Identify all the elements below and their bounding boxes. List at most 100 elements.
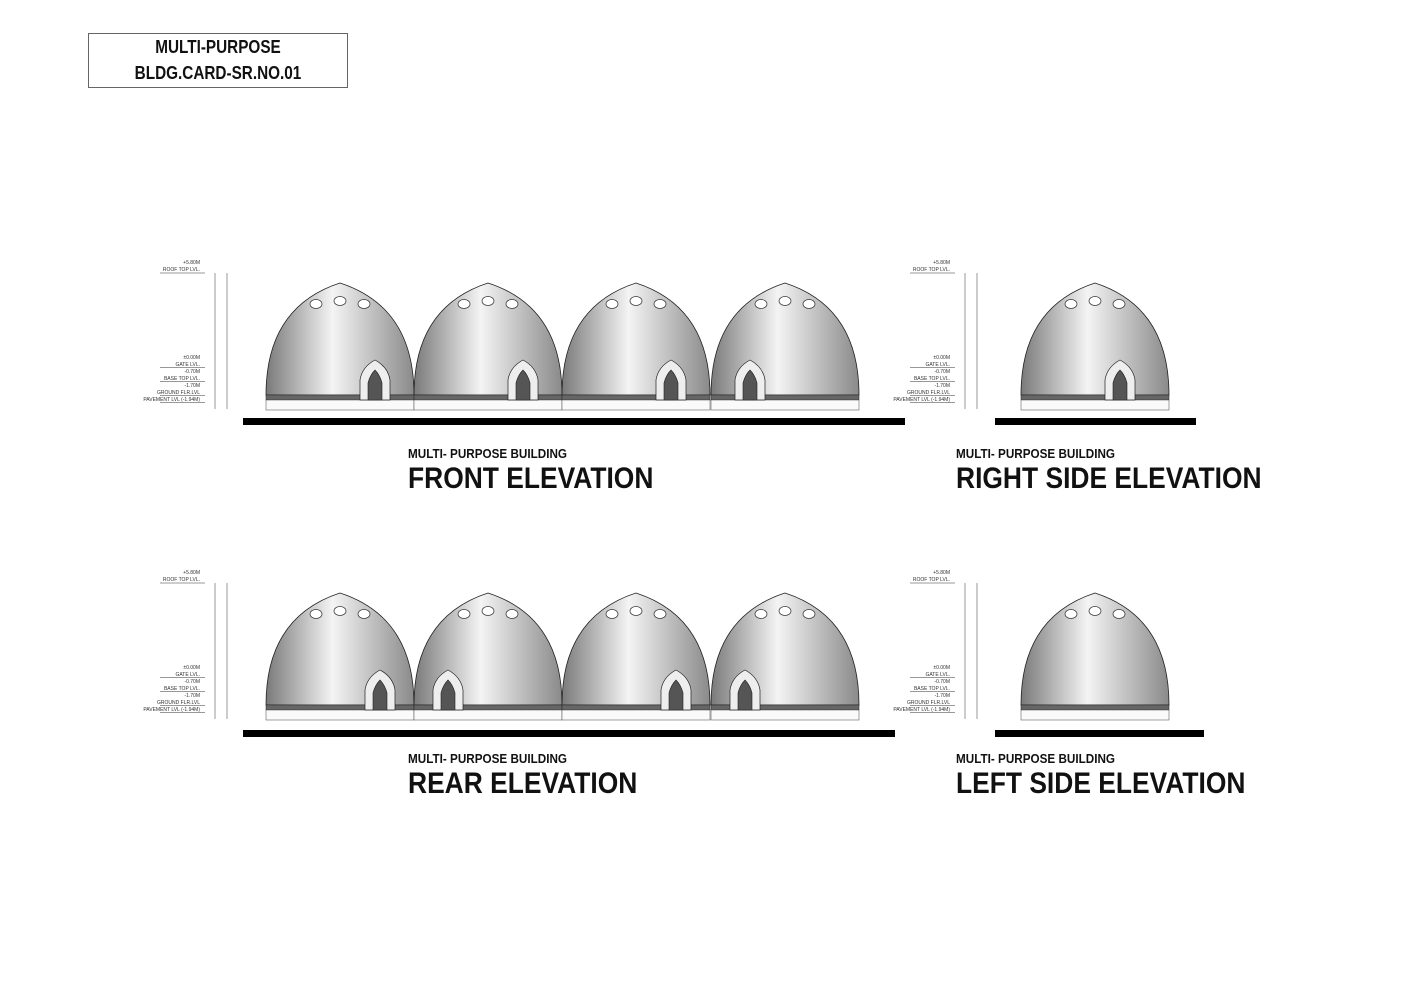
level-label: BASE TOP LVL. bbox=[914, 686, 950, 692]
level-value: -1.70M bbox=[184, 383, 200, 389]
level-label: ROOF TOP LVL. bbox=[163, 577, 200, 583]
level-label: GROUND FLR.LVL bbox=[157, 390, 200, 396]
door-opening bbox=[742, 369, 758, 401]
dome-oculus bbox=[1064, 609, 1078, 619]
dome-oculus bbox=[457, 609, 471, 619]
dome-oculus bbox=[653, 609, 667, 619]
level-label: BASE TOP LVL. bbox=[164, 376, 200, 382]
level-label: ROOF TOP LVL. bbox=[913, 577, 950, 583]
caption-subtitle: MULTI- PURPOSE BUILDING bbox=[408, 751, 568, 766]
level-label: GATE LVL. bbox=[175, 362, 200, 368]
dome-oculus bbox=[1112, 609, 1126, 619]
rear-elevation-caption: MULTI- PURPOSE BUILDING REAR ELEVATION bbox=[408, 751, 669, 801]
level-label: BASE TOP LVL. bbox=[914, 376, 950, 382]
dome-base-band bbox=[561, 394, 711, 401]
level-label: GATE LVL. bbox=[925, 362, 950, 368]
plinth bbox=[265, 399, 415, 411]
door-opening bbox=[440, 679, 456, 711]
door-opening bbox=[367, 369, 383, 401]
dome-oculus bbox=[481, 296, 495, 306]
caption-title: REAR ELEVATION bbox=[408, 767, 638, 800]
level-value: -1.70M bbox=[184, 693, 200, 699]
dome-oculus bbox=[802, 609, 816, 619]
level-value: -0.70M bbox=[184, 679, 200, 685]
ground-line bbox=[243, 418, 905, 425]
plinth bbox=[1020, 709, 1170, 721]
dome-oculus bbox=[605, 609, 619, 619]
level-label: GROUND FLR.LVL bbox=[907, 390, 950, 396]
level-label: PAVEMENT LVL (-1.94M) bbox=[893, 397, 950, 403]
level-label: GROUND FLR.LVL bbox=[907, 700, 950, 706]
dome bbox=[1020, 282, 1170, 396]
level-label: GATE LVL. bbox=[925, 672, 950, 678]
door-opening bbox=[515, 369, 531, 401]
dome-oculus bbox=[505, 609, 519, 619]
caption-subtitle: MULTI- PURPOSE BUILDING bbox=[956, 446, 1116, 461]
dome-base-band bbox=[413, 394, 563, 401]
dome-oculus bbox=[309, 299, 323, 309]
sheet-title-line1: MULTI-PURPOSE bbox=[155, 37, 281, 57]
level-label: PAVEMENT LVL (-1.94M) bbox=[893, 707, 950, 713]
sheet-title-line2: BLDG.CARD-SR.NO.01 bbox=[134, 63, 302, 83]
dome-base-band bbox=[265, 394, 415, 401]
left-side-elevation-caption: MULTI- PURPOSE BUILDING LEFT SIDE ELEVAT… bbox=[956, 751, 1285, 801]
door-opening bbox=[668, 679, 684, 711]
level-label: ROOF TOP LVL. bbox=[163, 267, 200, 273]
dome-oculus bbox=[309, 609, 323, 619]
dome-oculus bbox=[357, 609, 371, 619]
dome-oculus bbox=[629, 296, 643, 306]
level-value: -0.70M bbox=[934, 369, 950, 375]
level-label: GROUND FLR.LVL bbox=[157, 700, 200, 706]
level-label: PAVEMENT LVL (-1.94M) bbox=[143, 397, 200, 403]
caption-title: LEFT SIDE ELEVATION bbox=[956, 767, 1246, 800]
door-opening bbox=[737, 679, 753, 711]
caption-subtitle: MULTI- PURPOSE BUILDING bbox=[408, 446, 568, 461]
level-value: ±0.00M bbox=[933, 355, 950, 361]
plinth bbox=[561, 399, 711, 411]
level-value: +5.80M bbox=[933, 570, 950, 576]
dome-oculus bbox=[802, 299, 816, 309]
dome-oculus bbox=[1064, 299, 1078, 309]
plinth bbox=[265, 709, 415, 721]
dome-oculus bbox=[754, 609, 768, 619]
door-opening bbox=[1112, 369, 1128, 401]
door-opening bbox=[663, 369, 679, 401]
door-opening bbox=[372, 679, 388, 711]
dome-oculus bbox=[629, 606, 643, 616]
dome-oculus bbox=[1088, 606, 1102, 616]
level-value: +5.80M bbox=[183, 260, 200, 266]
level-value: -0.70M bbox=[184, 369, 200, 375]
dome-oculus bbox=[481, 606, 495, 616]
level-label: ROOF TOP LVL. bbox=[913, 267, 950, 273]
dome-oculus bbox=[605, 299, 619, 309]
level-value: ±0.00M bbox=[933, 665, 950, 671]
level-label: PAVEMENT LVL (-1.94M) bbox=[143, 707, 200, 713]
ground-line bbox=[243, 730, 895, 737]
dome-oculus bbox=[457, 299, 471, 309]
dome-oculus bbox=[754, 299, 768, 309]
level-value: -0.70M bbox=[934, 679, 950, 685]
dome-oculus bbox=[778, 296, 792, 306]
dome-oculus bbox=[1112, 299, 1126, 309]
level-value: -1.70M bbox=[934, 383, 950, 389]
dome-oculus bbox=[333, 606, 347, 616]
plinth bbox=[710, 709, 860, 721]
plinth bbox=[413, 709, 563, 721]
dome-oculus bbox=[1088, 296, 1102, 306]
level-value: -1.70M bbox=[934, 693, 950, 699]
level-label: BASE TOP LVL. bbox=[164, 686, 200, 692]
dome-base-band bbox=[1020, 704, 1170, 711]
plinth bbox=[561, 709, 711, 721]
dome-base-band bbox=[710, 394, 860, 401]
dome-oculus bbox=[357, 299, 371, 309]
ground-line bbox=[995, 418, 1196, 425]
caption-title: RIGHT SIDE ELEVATION bbox=[956, 462, 1262, 495]
front-elevation-caption: MULTI- PURPOSE BUILDING FRONT ELEVATION bbox=[408, 446, 687, 496]
plinth bbox=[710, 399, 860, 411]
caption-subtitle: MULTI- PURPOSE BUILDING bbox=[956, 751, 1116, 766]
level-value: ±0.00M bbox=[183, 355, 200, 361]
dome-oculus bbox=[653, 299, 667, 309]
dome bbox=[1020, 592, 1170, 706]
plinth bbox=[413, 399, 563, 411]
